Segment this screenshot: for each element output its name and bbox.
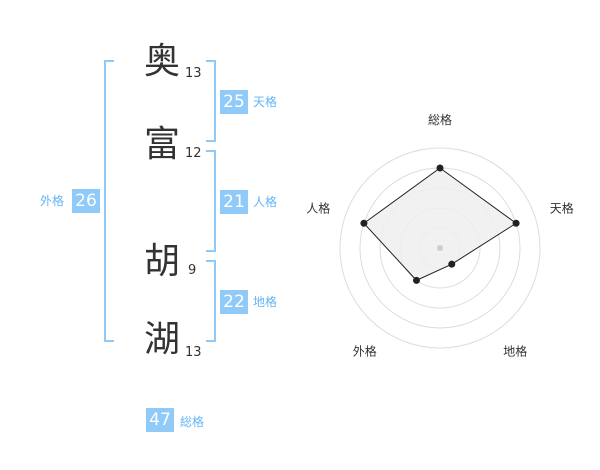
stroke-count-2: 12 xyxy=(185,146,202,161)
name-char-2: 富 xyxy=(143,124,180,165)
radar-point-2 xyxy=(512,219,520,227)
tenkaku-label: 天格 xyxy=(253,95,278,109)
soukaku-value-badge: 47 xyxy=(146,408,174,432)
chikaku-value-badge: 22 xyxy=(220,290,248,314)
radar-axis-label-3: 地格 xyxy=(503,344,527,359)
radar-axis-label-1: 総格 xyxy=(428,112,452,127)
radar-center-dot xyxy=(437,245,443,251)
radar-polygon xyxy=(363,167,517,281)
jinkaku-value-badge: 21 xyxy=(220,190,248,214)
radar-point-3 xyxy=(448,260,456,268)
gaikaku-label: 外格 xyxy=(40,194,65,208)
radar-axis-label-4: 外格 xyxy=(353,344,377,359)
name-char-3: 胡 xyxy=(143,241,180,282)
radar-point-1 xyxy=(436,164,444,172)
name-char-4: 湖 xyxy=(143,319,180,360)
tenkaku-bracket xyxy=(206,60,216,142)
soukaku-label: 総格 xyxy=(180,415,205,429)
chikaku-bracket xyxy=(206,260,216,342)
chikaku-label: 地格 xyxy=(253,295,278,309)
name-char-1: 奥 xyxy=(143,41,180,82)
stroke-count-3: 9 xyxy=(188,263,197,278)
gaikaku-value-badge: 26 xyxy=(72,189,100,213)
stroke-count-1: 13 xyxy=(185,66,202,81)
radar-axis-label-2: 天格 xyxy=(550,200,574,215)
radar-point-4 xyxy=(412,276,420,284)
radar-ring xyxy=(339,147,541,349)
gaikaku-bracket xyxy=(104,60,114,342)
jinkaku-bracket xyxy=(206,150,216,252)
radar-axis-label-5: 人格 xyxy=(306,200,330,215)
stroke-count-4: 13 xyxy=(185,345,202,360)
radar-point-5 xyxy=(360,219,368,227)
jinkaku-label: 人格 xyxy=(253,195,278,209)
tenkaku-value-badge: 25 xyxy=(220,90,248,114)
